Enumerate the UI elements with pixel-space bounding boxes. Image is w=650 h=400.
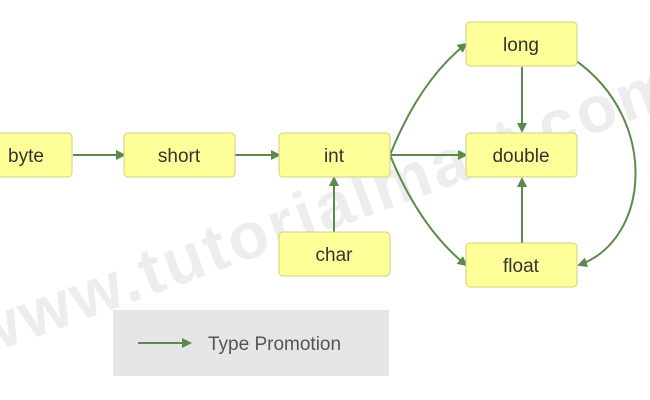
node-short: short [123,132,236,178]
edge-int-long [389,42,468,156]
edges [73,42,637,268]
node-short-label: short [158,146,201,167]
node-byte: byte [0,132,73,178]
edge-long-float [574,59,637,268]
node-char: char [278,231,391,277]
node-float-label: float [503,256,540,277]
node-long-label: long [503,35,539,56]
node-float: float [465,242,578,288]
node-byte-label: byte [8,146,44,167]
node-char-label: char [316,245,354,266]
legend-label: Type Promotion [208,334,341,355]
node-double: double [465,132,578,178]
node-int: int [278,132,391,178]
legend: Type Promotion [113,310,389,376]
node-double-label: double [492,146,549,167]
node-long: long [465,21,578,67]
edge-int-float [389,154,468,267]
node-int-label: int [324,146,345,167]
